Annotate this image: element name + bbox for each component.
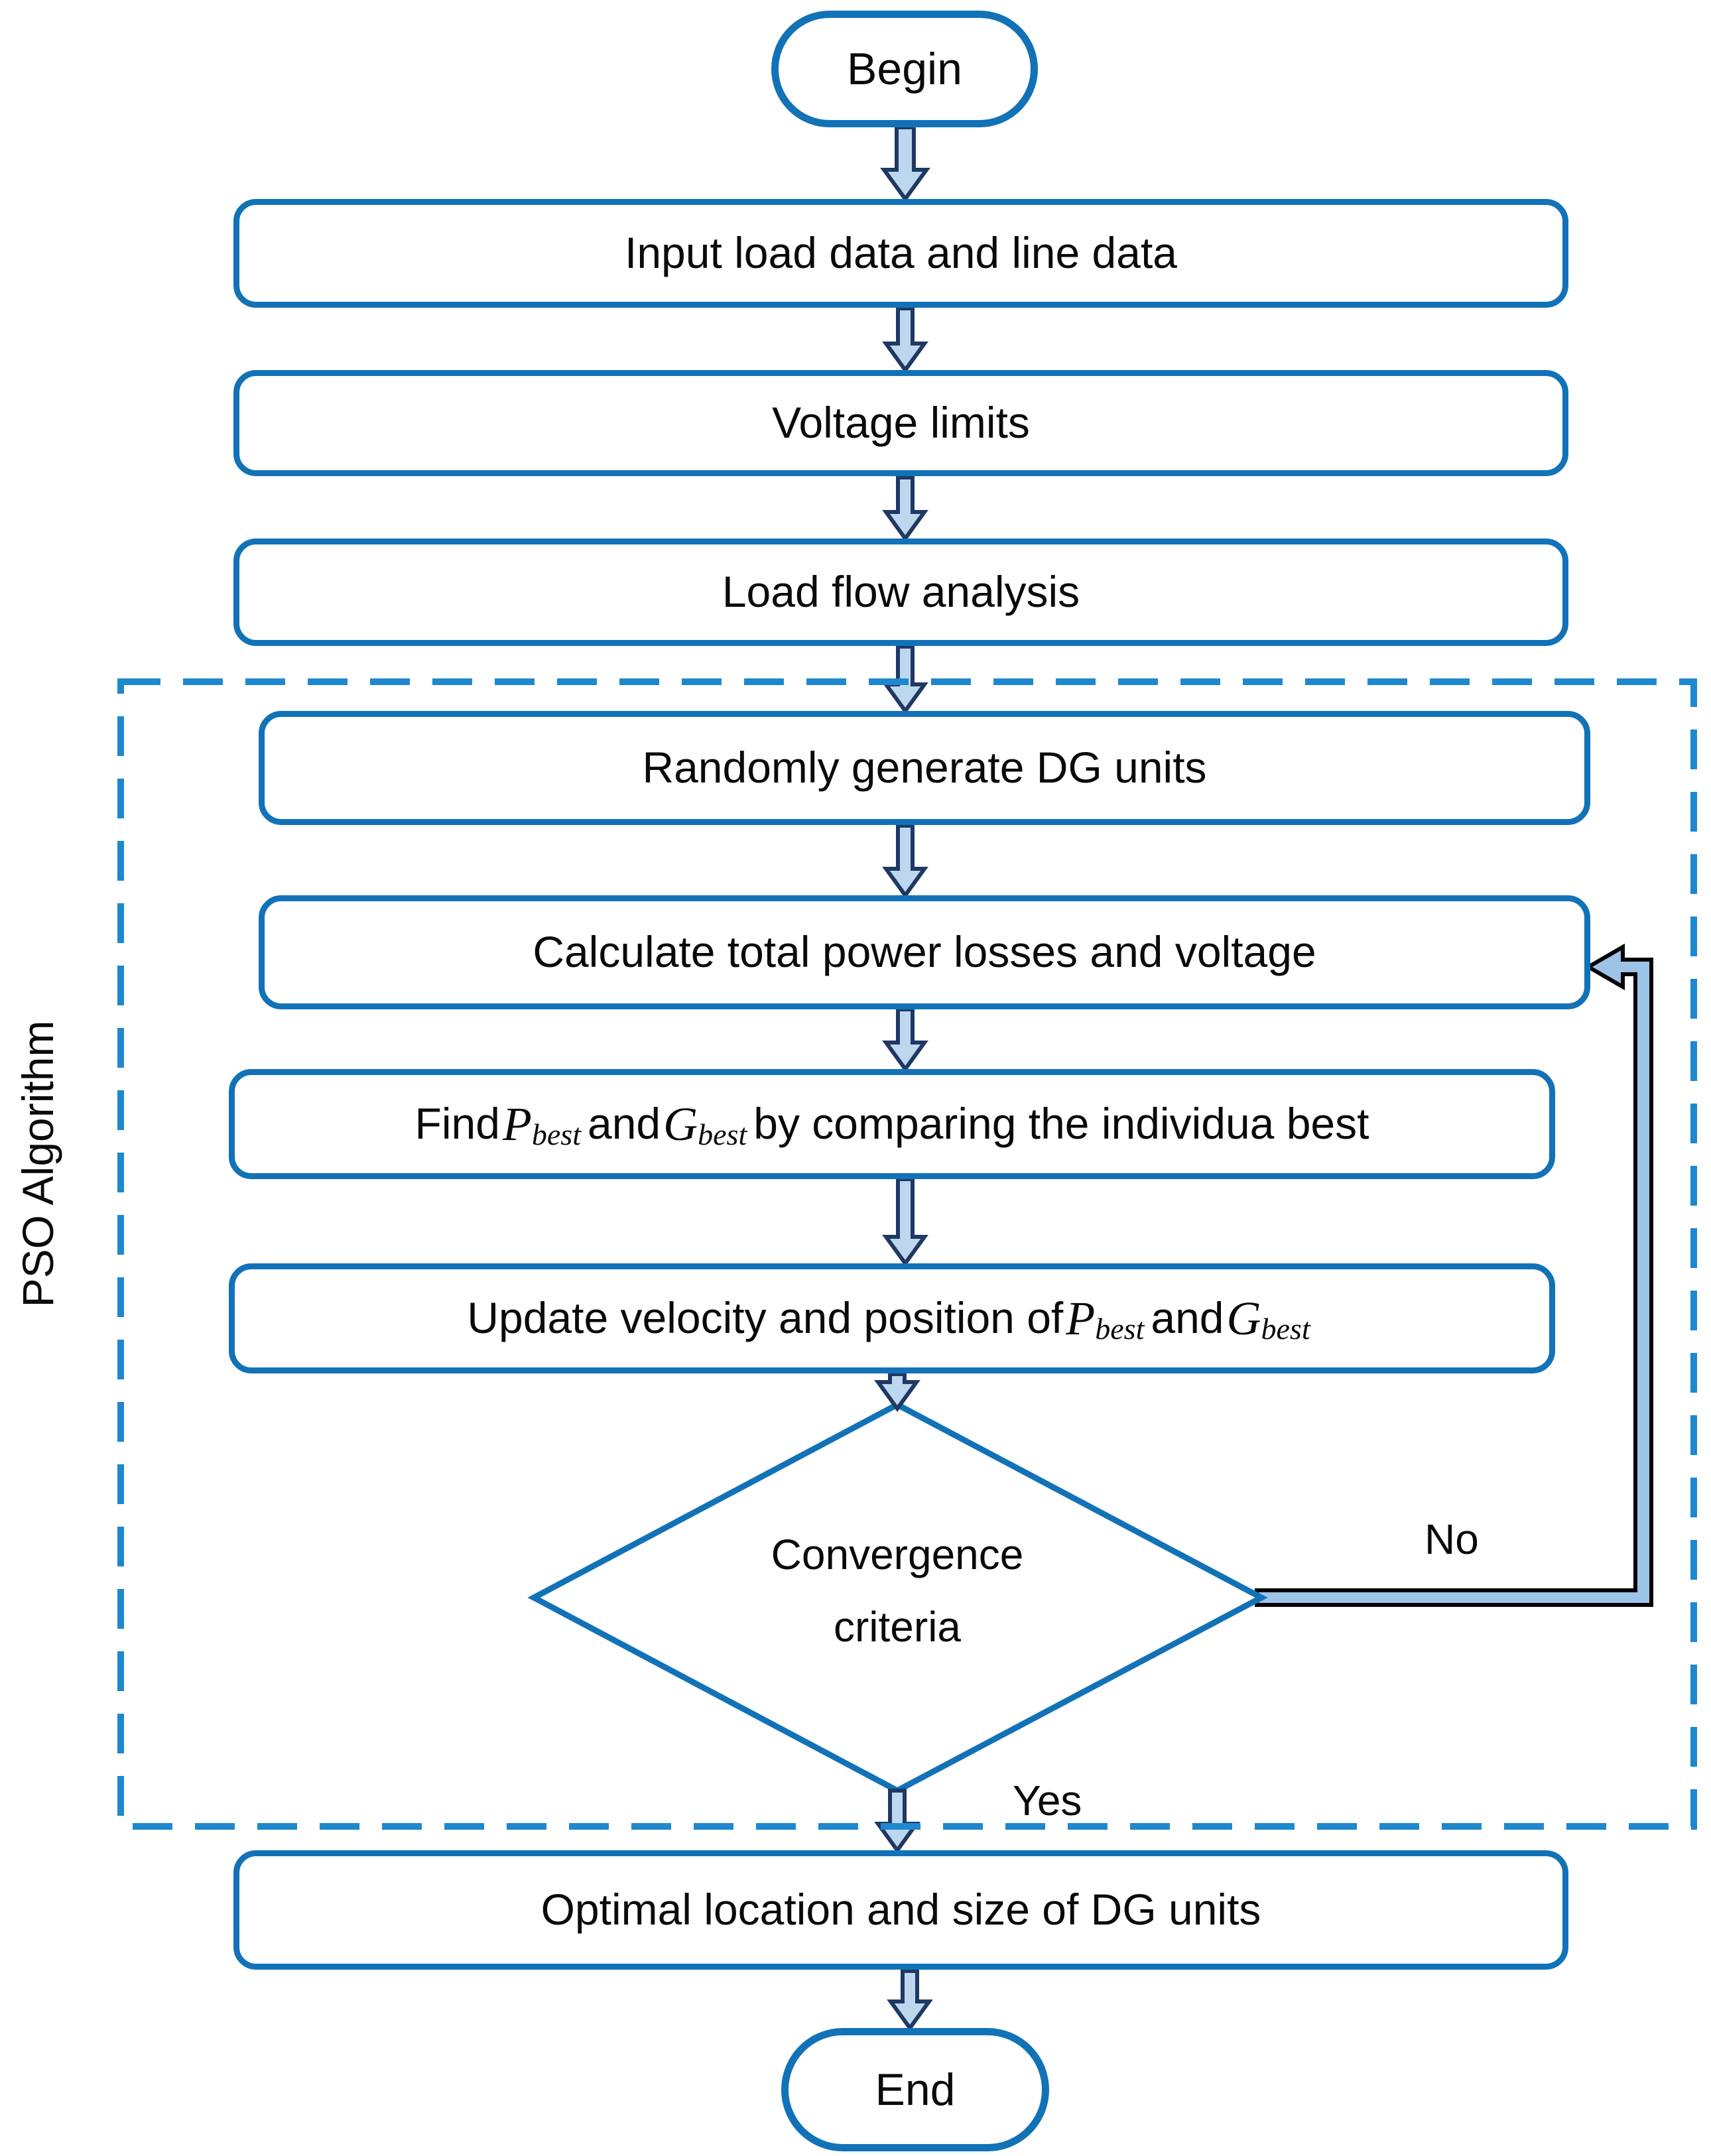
pso-algorithm-group-label: PSO Algorithm (13, 1020, 62, 1308)
convergence-line2: criteria (833, 1602, 962, 1651)
edge-label-yes: Yes (1013, 1777, 1082, 1824)
node-begin: Begin (771, 11, 1038, 127)
node-load-flow-analysis-label: Load flow analysis (722, 567, 1080, 617)
update-gbest-variable: G (1226, 1291, 1261, 1345)
find-text-prefix: Find (414, 1099, 500, 1149)
find-text-and: and (588, 1099, 661, 1149)
gbest-subscript: best (698, 1117, 747, 1151)
arrow-yes-diamond-to-optimal-icon (874, 1789, 920, 1854)
update-text-and: and (1151, 1293, 1224, 1343)
update-pbest-variable: P (1066, 1291, 1096, 1345)
node-end-label: End (875, 2064, 956, 2115)
arrow-voltage-to-loadflow-icon (882, 476, 928, 542)
gbest-variable: G (663, 1097, 698, 1151)
convergence-line1: Convergence (771, 1531, 1024, 1578)
pso-group-dashed-border (117, 678, 1697, 1830)
node-input-load-data: Input load data and line data (233, 199, 1568, 308)
pbest-variable: P (502, 1097, 532, 1151)
node-voltage-limits-label: Voltage limits (772, 398, 1030, 448)
node-load-flow-analysis: Load flow analysis (233, 539, 1568, 646)
edge-label-no: No (1425, 1515, 1479, 1563)
node-begin-label: Begin (847, 43, 962, 94)
node-optimal-location-size: Optimal location and size of DG units (233, 1850, 1568, 1970)
update-pbest-subscript: best (1095, 1311, 1145, 1346)
arrow-input-to-voltage-icon (882, 306, 928, 374)
node-calculate-losses-label: Calculate total power losses and voltage (533, 927, 1316, 977)
pbest-subscript: best (531, 1117, 581, 1151)
node-end: End (781, 2028, 1049, 2151)
arrow-begin-to-input-icon (880, 125, 930, 203)
find-text-suffix: by comparing the individua best (753, 1099, 1369, 1149)
arrow-calculate-to-find-icon (882, 1007, 928, 1073)
arrow-optimal-to-end-icon (887, 1969, 933, 2032)
no-feedback-loop-arrow (1255, 943, 1653, 1607)
node-randomly-generate-dg: Randomly generate DG units (259, 711, 1590, 825)
node-randomly-generate-dg-label: Randomly generate DG units (642, 743, 1207, 793)
arrow-random-to-calculate-icon (882, 824, 928, 899)
node-input-load-data-label: Input load data and line data (624, 228, 1178, 278)
arrow-update-to-diamond-icon (874, 1372, 920, 1413)
update-text-prefix: Update velocity and position of (467, 1293, 1064, 1343)
node-voltage-limits: Voltage limits (233, 370, 1568, 476)
update-gbest-subscript: best (1261, 1311, 1310, 1346)
arrow-find-to-update-icon (882, 1177, 928, 1267)
node-optimal-location-size-label: Optimal location and size of DG units (540, 1885, 1261, 1934)
node-convergence-criteria-label: Convergence criteria (696, 1519, 1098, 1663)
node-calculate-losses: Calculate total power losses and voltage (259, 895, 1590, 1009)
